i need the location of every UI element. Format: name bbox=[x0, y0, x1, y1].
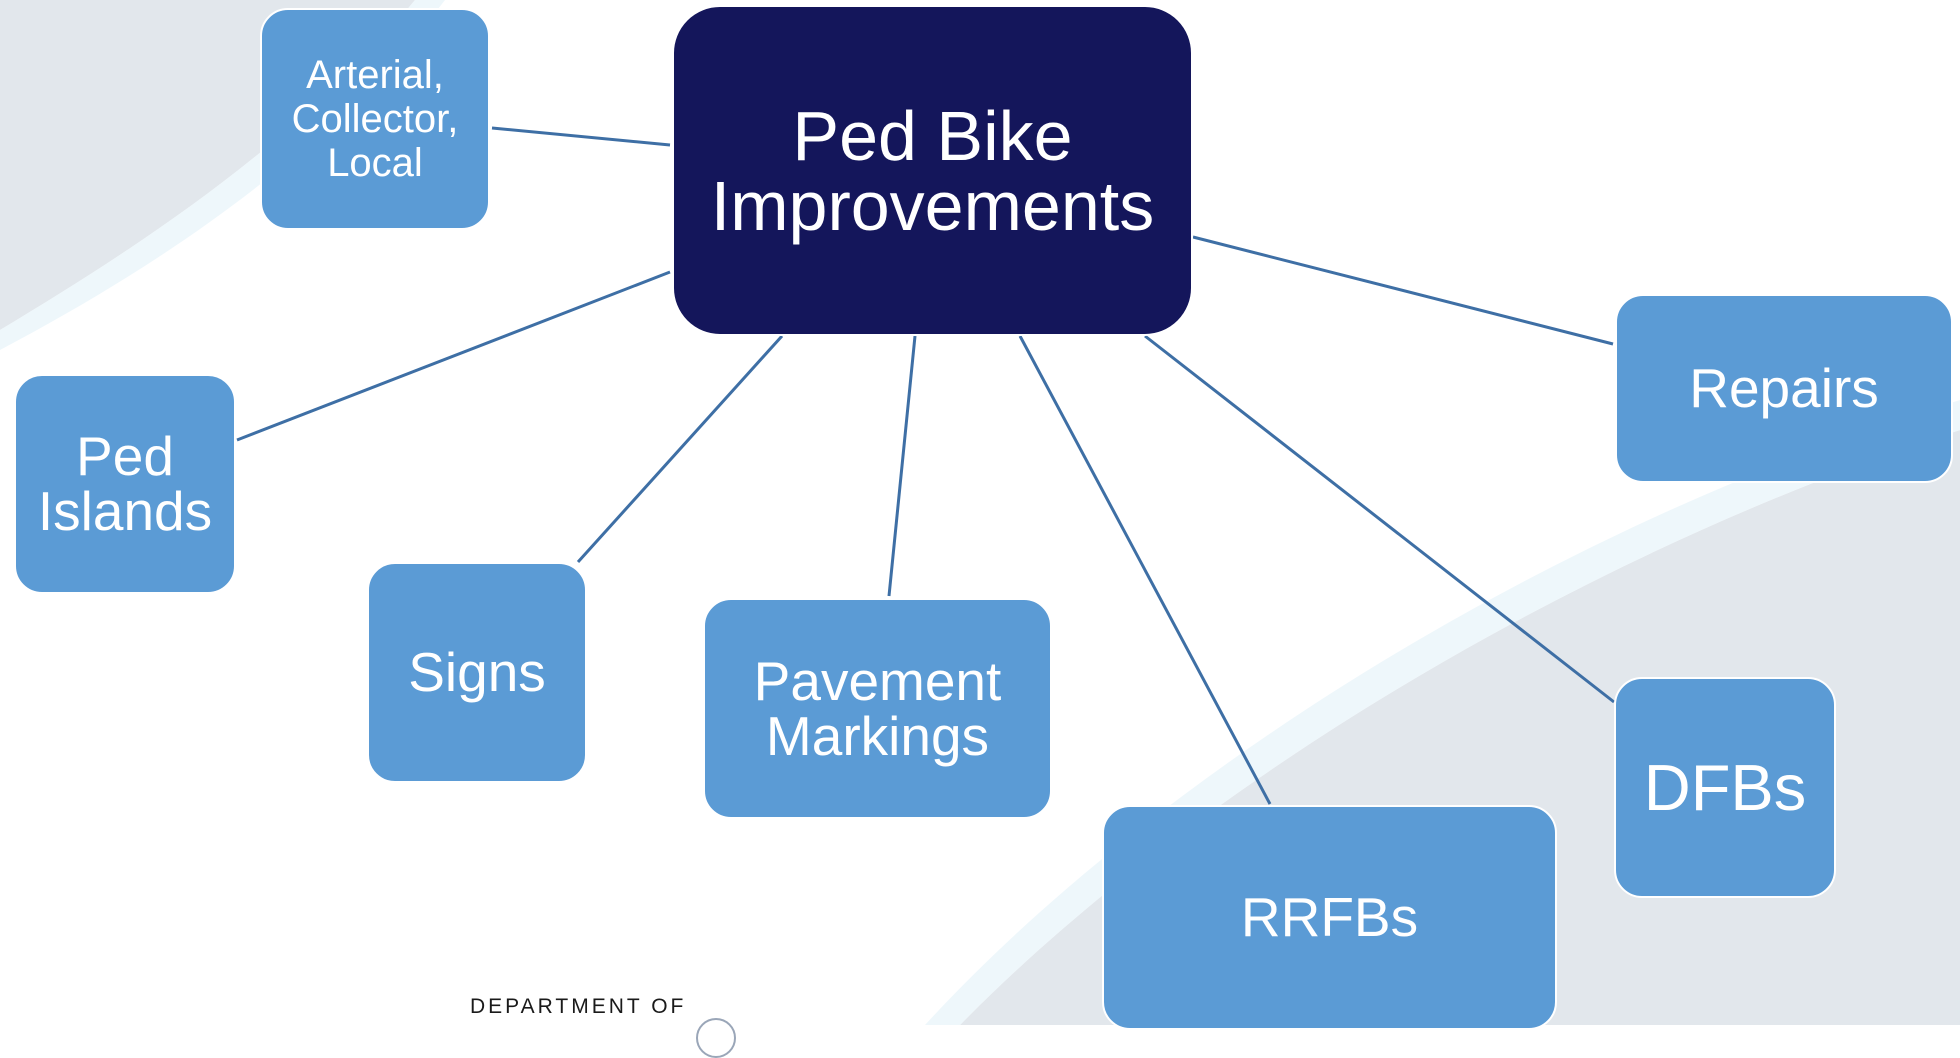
department-logo-text: DEPARTMENT OF bbox=[470, 995, 687, 1018]
center-node-ped-bike-improvements: Ped Bike Improvements bbox=[672, 5, 1193, 336]
connector-repairs bbox=[1192, 235, 1614, 346]
connector-lines bbox=[236, 126, 1615, 805]
background-stripe-top-left bbox=[0, 0, 445, 350]
department-seal-icon bbox=[696, 1018, 736, 1058]
node-arterial-collector-local: Arterial, Collector, Local bbox=[260, 8, 490, 230]
node-ped-islands: Ped Islands bbox=[14, 374, 236, 594]
connector-dfbs bbox=[1144, 334, 1615, 704]
node-signs: Signs bbox=[367, 562, 587, 783]
connector-arterial bbox=[491, 126, 671, 147]
node-rrfbs: RRFBs bbox=[1102, 805, 1557, 1030]
connector-signs bbox=[576, 334, 784, 564]
node-pavement-markings: Pavement Markings bbox=[703, 598, 1052, 819]
node-repairs: Repairs bbox=[1615, 294, 1953, 483]
node-dfbs: DFBs bbox=[1614, 677, 1836, 898]
connector-pavement bbox=[887, 335, 917, 597]
connector-rrfbs bbox=[1018, 335, 1272, 805]
connector-islands bbox=[236, 270, 671, 442]
